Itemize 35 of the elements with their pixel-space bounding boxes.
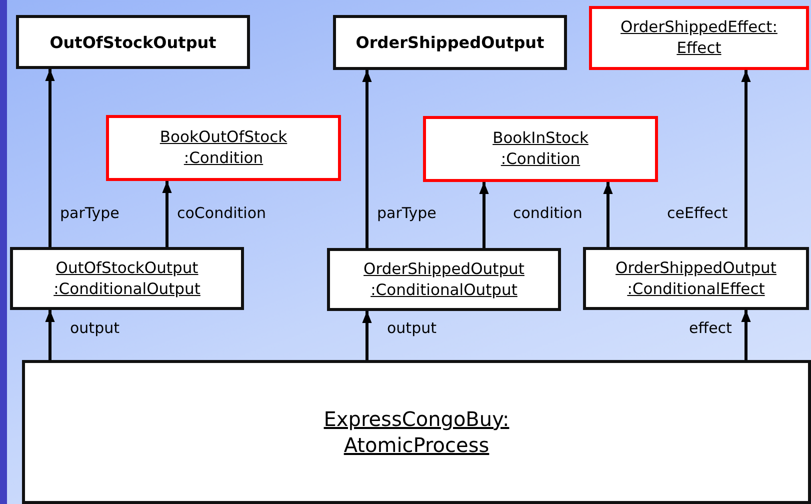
condition-box xyxy=(423,116,658,182)
arrow xyxy=(362,70,372,248)
condition-box xyxy=(589,6,809,70)
node-title: OrderShippedOutput xyxy=(354,32,546,53)
edge-label: effect xyxy=(689,319,732,337)
instance-box xyxy=(10,247,244,310)
edge-label: parType xyxy=(60,204,120,222)
arrow xyxy=(479,182,489,248)
node-title: OrderShippedEffect: Effect xyxy=(620,17,778,59)
edge-label: coCondition xyxy=(177,204,266,222)
arrow xyxy=(45,69,55,247)
arrow xyxy=(362,311,372,360)
class-box xyxy=(333,15,567,70)
node-title: BookOutOfStock :Condition xyxy=(158,127,288,169)
node-title: OrderShippedOutput :ConditionalEffect xyxy=(614,258,778,300)
node-title: OutOfStockOutput :ConditionalOutput xyxy=(52,258,202,300)
process-box xyxy=(22,360,811,504)
node-title: BookInStock :Condition xyxy=(492,128,590,170)
class-box xyxy=(16,15,250,69)
arrow xyxy=(603,182,613,247)
instance-box xyxy=(327,248,561,311)
arrow xyxy=(741,310,751,360)
node-title: OutOfStockOutput xyxy=(48,32,218,52)
node-title: OrderShippedOutput :ConditionalOutput xyxy=(362,258,526,300)
edge-label: ceEffect xyxy=(667,204,728,222)
edge-label: output xyxy=(70,319,120,337)
node-title: ExpressCongoBuy: AtomicProcess xyxy=(322,406,510,458)
arrow xyxy=(45,310,55,360)
edge-label: parType xyxy=(377,204,436,222)
edge-label: output xyxy=(387,319,436,337)
arrow xyxy=(162,181,172,247)
instance-box xyxy=(583,247,809,310)
edge-label: condition xyxy=(513,204,582,222)
arrow xyxy=(741,70,751,247)
condition-box xyxy=(106,115,341,181)
